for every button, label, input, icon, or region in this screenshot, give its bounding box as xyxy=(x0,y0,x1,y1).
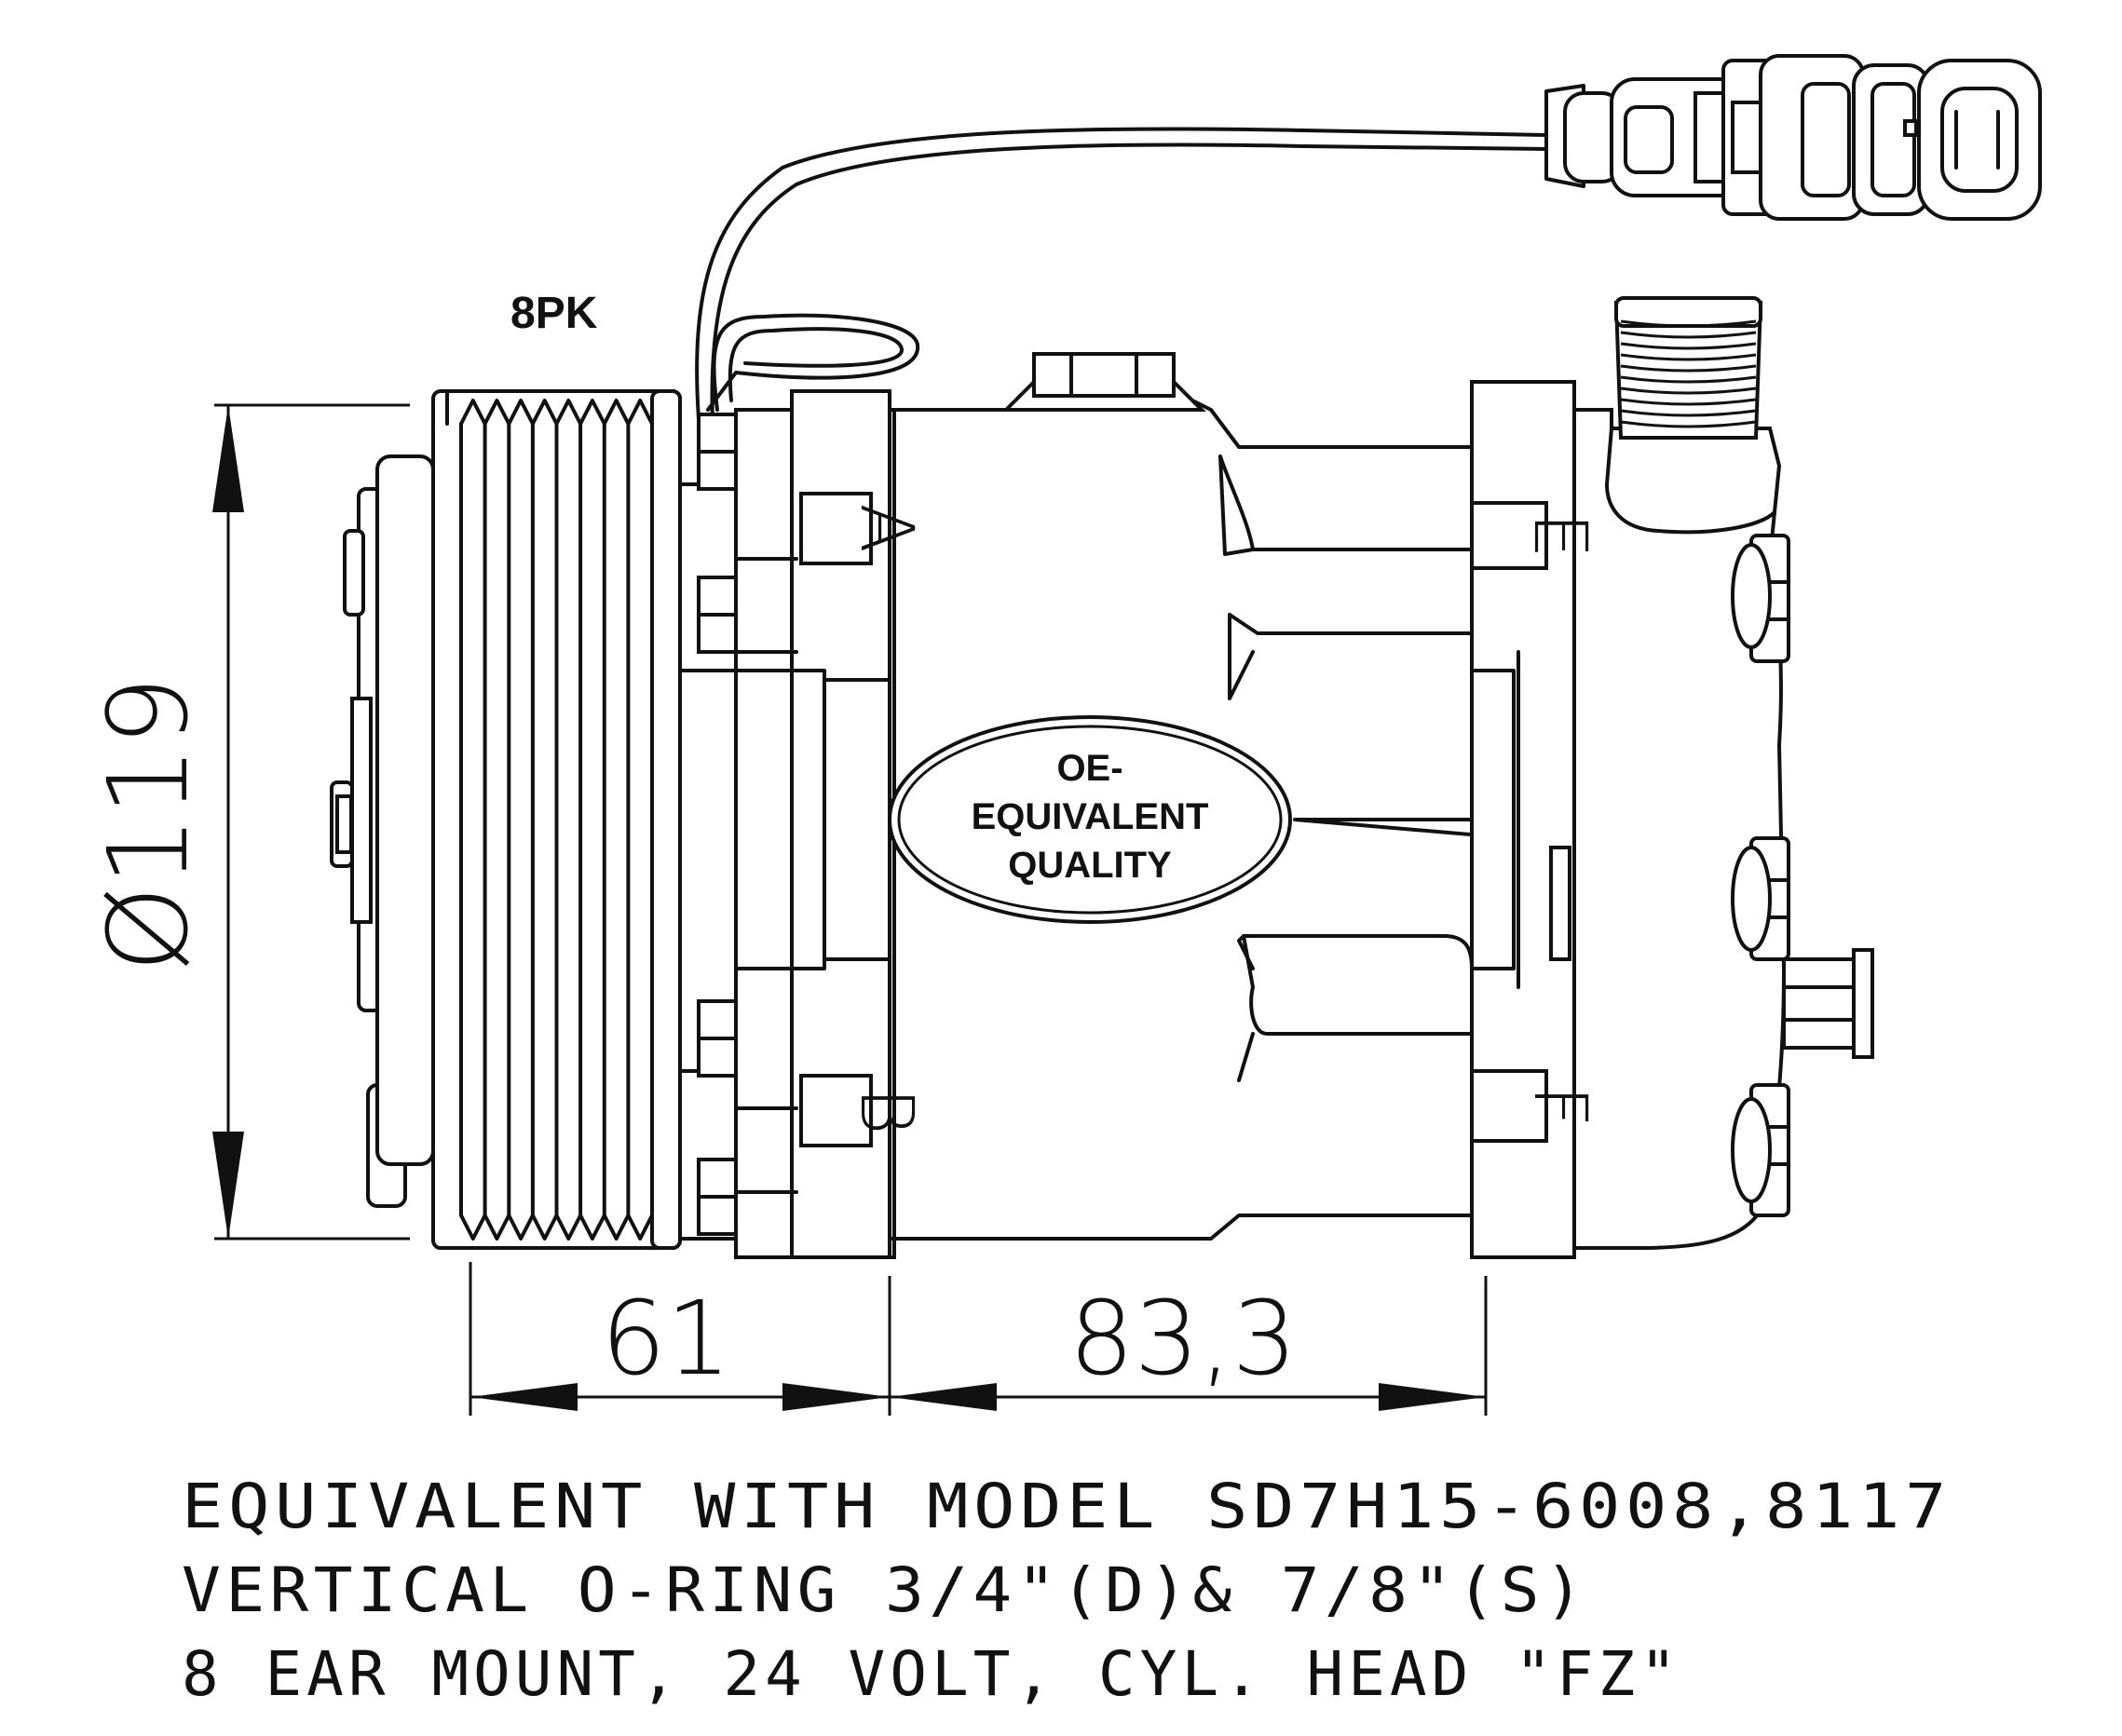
width-body-label: 83,3 xyxy=(1069,1279,1298,1398)
width-pulley-label: 61 xyxy=(601,1279,731,1398)
note-line1: EQUIVALENT WITH MODEL SD7H15-6008,8117 xyxy=(182,1471,1952,1542)
belt-label: 8PK xyxy=(510,289,598,338)
diameter-label: Ø119 xyxy=(84,676,212,972)
dimension-widths xyxy=(469,1262,1488,1416)
badge-line3: QUALITY xyxy=(1008,845,1172,886)
badge-line1: OE- xyxy=(1056,748,1122,789)
front-clamp xyxy=(678,389,896,1259)
port-a-label: A xyxy=(844,503,928,552)
compressor-body xyxy=(888,352,1516,1241)
pulley xyxy=(431,389,682,1250)
clutch-hub xyxy=(330,454,435,1208)
port-b-label: B xyxy=(844,1087,928,1134)
electrical-connector xyxy=(695,54,2042,426)
port-f-label: F xyxy=(1517,1086,1601,1128)
badge-line2: EQUIVALENT xyxy=(972,796,1209,837)
note-line3: 8 EAR MOUNT, 24 VOLT, CYL. HEAD "FZ" xyxy=(182,1638,1681,1710)
note-line2: VERTICAL O-RING 3/4"(D)& 7/8"(S) xyxy=(182,1554,1588,1626)
dimension-diameter xyxy=(212,403,410,1241)
wire-loop xyxy=(706,313,920,412)
oe-equivalent-badge xyxy=(888,715,1292,924)
rear-clamp xyxy=(1470,296,1874,1259)
port-e-label: E xyxy=(1517,512,1601,558)
